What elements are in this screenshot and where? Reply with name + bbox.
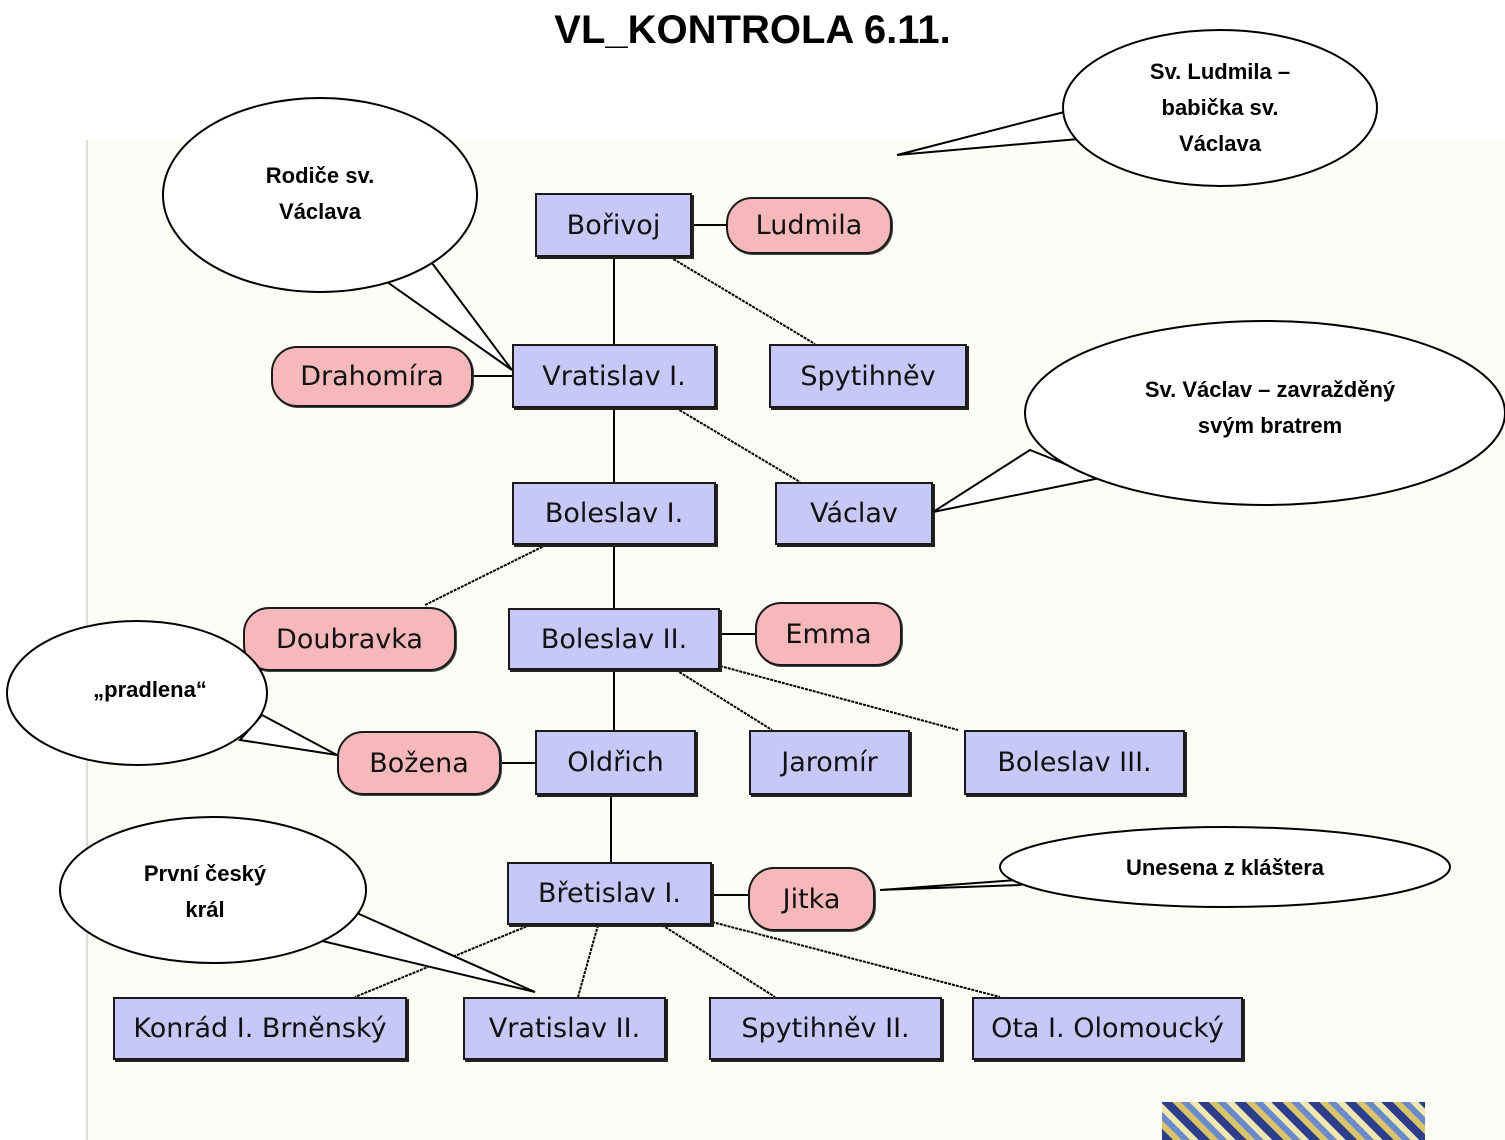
bubble-pradlena-shape bbox=[6, 620, 268, 766]
bubble-ludmila-shape bbox=[1062, 29, 1378, 187]
bubble-line: král bbox=[185, 897, 225, 922]
bubble-jitka-text: Unesena z kláštera bbox=[1080, 850, 1370, 886]
node-jaromir: Jaromír bbox=[749, 730, 910, 795]
node-boleslav-i: Boleslav I. bbox=[512, 482, 716, 545]
connector bbox=[661, 924, 776, 998]
connector bbox=[669, 256, 816, 345]
node-doubravka: Doubravka bbox=[243, 607, 456, 671]
node-konrad-i: Konrád I. Brněnský bbox=[113, 997, 407, 1060]
node-vratislav-ii: Vratislav II. bbox=[463, 997, 666, 1060]
node-ota-i: Ota I. Olomoucký bbox=[972, 997, 1243, 1060]
bubble-parents-text: Rodiče sv. Václava bbox=[210, 158, 430, 230]
bubble-jitka-shape bbox=[999, 826, 1451, 908]
bubble-ludmila-shape bbox=[896, 108, 1092, 156]
node-vratislav-i: Vratislav I. bbox=[512, 344, 716, 408]
bubble-ludmila-text: Sv. Ludmila – babička sv. Václava bbox=[1100, 54, 1340, 162]
bubble-line: svým bratrem bbox=[1197, 413, 1343, 438]
connector bbox=[675, 669, 773, 731]
node-emma: Emma bbox=[755, 602, 902, 666]
connector bbox=[719, 665, 959, 731]
connector bbox=[711, 921, 1001, 998]
bubble-vaclav-shape bbox=[1024, 320, 1505, 506]
node-jitka: Jitka bbox=[748, 867, 875, 931]
node-ludmila: Ludmila bbox=[726, 197, 892, 254]
connector bbox=[675, 407, 801, 483]
bubble-king-shape bbox=[59, 816, 367, 964]
node-bozena: Božena bbox=[337, 731, 501, 795]
bubble-vaclav-text: Sv. Václav – zavražděný svým bratrem bbox=[1080, 372, 1460, 444]
node-spytihnev: Spytihněv bbox=[769, 344, 967, 408]
bubble-line: První český bbox=[143, 861, 267, 886]
connector bbox=[424, 544, 547, 606]
bubble-line: Rodiče sv. bbox=[265, 163, 375, 188]
node-oldrich: Oldřich bbox=[535, 730, 696, 795]
node-borivoj: Bořivoj bbox=[535, 193, 692, 257]
bubble-line: Václava bbox=[279, 199, 361, 224]
connector bbox=[577, 924, 599, 998]
bubble-line: Václava bbox=[1179, 131, 1261, 156]
bubble-king-text: První český král bbox=[105, 856, 305, 928]
bubble-line: Unesena z kláštera bbox=[1125, 855, 1325, 880]
bubble-parents-shape bbox=[162, 97, 478, 293]
bubble-line: babička sv. bbox=[1161, 95, 1279, 120]
bubble-line: „pradlena“ bbox=[93, 677, 207, 702]
bubble-pradlena-text: „pradlena“ bbox=[55, 672, 245, 708]
node-vaclav: Václav bbox=[775, 482, 933, 545]
node-spytihnev-ii: Spytihněv II. bbox=[709, 997, 942, 1060]
bubble-line: Sv. Václav – zavražděný bbox=[1144, 377, 1396, 402]
page-title: VL_KONTROLA 6.11. bbox=[554, 8, 951, 52]
node-boleslav-ii: Boleslav II. bbox=[508, 608, 720, 670]
bubble-line: Sv. Ludmila – bbox=[1149, 59, 1291, 84]
node-drahomira: Drahomíra bbox=[271, 346, 473, 407]
decorative-ornament-image bbox=[1162, 1102, 1425, 1140]
node-boleslav-iii: Boleslav III. bbox=[964, 730, 1185, 795]
node-bretislav-i: Břetislav I. bbox=[507, 862, 712, 925]
